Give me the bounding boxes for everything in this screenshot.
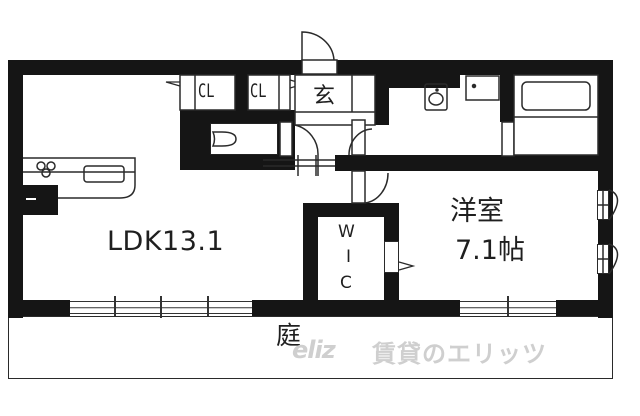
wic-wall-right-bottom: [384, 273, 399, 316]
toilet-room: [210, 123, 278, 155]
ldk-window-mullion: [114, 296, 116, 316]
toilet-icon: [211, 131, 237, 147]
western-room-name: 洋室: [450, 196, 504, 227]
western-room-size: 7.1帖: [455, 235, 525, 266]
ldk-window-mullion: [160, 296, 162, 318]
bathtub: [513, 74, 599, 156]
garden-area: [8, 316, 613, 379]
closet-2-outline: [247, 74, 291, 111]
entrance-door-swing: [301, 31, 335, 61]
corridor-wall: [335, 155, 613, 171]
stove-burner: [46, 161, 56, 171]
stove-burner: [41, 168, 51, 178]
wic-label-i: I: [346, 247, 352, 267]
entrance-label: 玄: [313, 84, 336, 109]
ldk-window-mullion: [207, 296, 209, 316]
washroom-bath-wall: [500, 60, 514, 122]
outer-wall-top-left: [8, 60, 302, 75]
wic-wall-right-top: [384, 203, 399, 241]
entrance-floor: [294, 74, 376, 126]
toilet-door-swing: [294, 124, 319, 176]
wic-wall-left: [303, 203, 318, 316]
watermark-logo: eliz: [292, 336, 336, 364]
closet-1-outline: [179, 74, 236, 111]
kitchen-sink: [83, 165, 125, 183]
stove-burner: [36, 161, 46, 171]
closet-divider: [235, 60, 248, 112]
western-room-window-mullion: [507, 296, 509, 316]
washroom-door-swing: [348, 128, 373, 156]
outer-wall-bottom-1: [8, 300, 70, 316]
wic-door: [384, 241, 399, 273]
outer-wall-left: [8, 60, 23, 318]
wic-wall-top: [303, 203, 399, 217]
outer-wall-bottom-3: [556, 300, 613, 316]
wic-label-c: C: [340, 273, 352, 293]
western-room-door-swing: [364, 172, 389, 204]
watermark-text: 賃貸のエリッツ: [372, 340, 547, 368]
wic-label-w: W: [338, 222, 355, 242]
closet-1-label: CL: [198, 80, 215, 102]
closet-2-label: CL: [250, 80, 267, 102]
ldk-label: LDK13.1: [107, 226, 225, 257]
sink-icon: [424, 83, 448, 111]
garden-label: 庭: [276, 321, 302, 350]
laundry-pan: [465, 75, 500, 101]
kitchen-counter: [23, 157, 136, 199]
